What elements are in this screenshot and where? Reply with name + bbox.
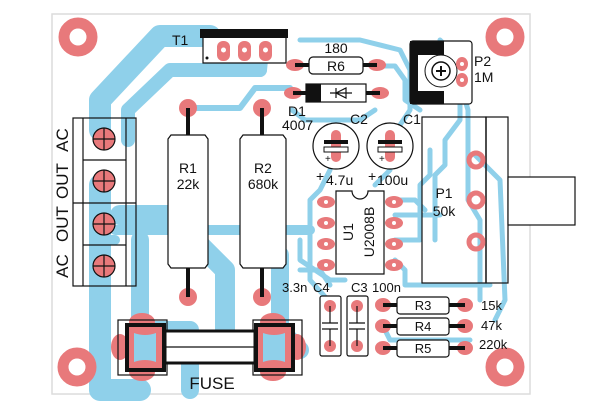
r5-ref: R5 <box>415 341 432 356</box>
r4-resistor: R4 47k <box>375 317 502 336</box>
trace-ac-top <box>89 25 221 141</box>
r1-resistor: R1 22k <box>167 99 209 306</box>
r4-value: 47k <box>481 318 502 333</box>
p1-potentiometer: P1 50k <box>421 116 576 284</box>
c3-capacitor: C3 100n <box>346 280 401 357</box>
connector-label-ac-bottom: AC <box>53 254 72 278</box>
fuse-label: FUSE <box>189 374 234 393</box>
trace-sig-6 <box>392 147 433 243</box>
r2-resistor: R2 680k <box>239 99 287 306</box>
trace-r1-top <box>185 85 293 111</box>
d1-value: 4007 <box>282 117 313 133</box>
r5-resistor: R5 220k <box>375 337 508 358</box>
screw-cross-icon <box>93 170 115 192</box>
trace-sig-8 <box>307 167 333 303</box>
mounting-hole-bl <box>57 347 97 387</box>
r3-value: 15k <box>481 298 502 313</box>
trace-sig-14 <box>297 267 333 288</box>
svg-text:+: + <box>379 154 385 165</box>
c3-value: 100n <box>372 280 401 295</box>
terminal-block: AC OUT OUT AC <box>53 117 137 287</box>
svg-text:+: + <box>325 154 331 165</box>
r3-ref: R3 <box>415 298 432 313</box>
screw-cross-icon <box>93 213 115 235</box>
p2-value: 1M <box>474 69 493 85</box>
p1-ref: P1 <box>435 185 452 201</box>
c1-value: 100u <box>377 172 408 188</box>
u1-value: U2008B <box>361 207 377 258</box>
u1-ref: U1 <box>340 223 356 241</box>
c2-plus: + <box>316 168 324 184</box>
r2-value: 680k <box>248 176 279 192</box>
mounting-hole-tr <box>485 17 525 57</box>
p1-value: 50k <box>433 203 457 219</box>
c4-ref: C4 <box>313 280 330 295</box>
r1-value: 22k <box>177 176 201 192</box>
c2-capacitor: + C2 + 4.7u <box>312 111 368 188</box>
terminal-outline <box>72 117 137 287</box>
d1-diode: D1 4007 <box>282 83 389 133</box>
r6-ref: R6 <box>327 58 345 74</box>
trace-sig-9 <box>372 167 393 188</box>
screw-cross-icon <box>93 128 115 150</box>
t1-ref: T1 <box>172 32 189 48</box>
screw-cross-icon <box>93 255 115 277</box>
mounting-hole-br <box>485 347 525 387</box>
connector-label-ac-top: AC <box>53 128 72 152</box>
c2-value: 4.7u <box>326 172 353 188</box>
r6-resistor: R6 180 <box>286 40 386 75</box>
connector-label-out-1: OUT <box>53 163 72 199</box>
t1-triac: T1 <box>172 29 288 64</box>
trace-left-bottom <box>89 294 151 401</box>
d1-ref: D1 <box>288 103 306 119</box>
r6-value: 180 <box>324 40 348 56</box>
mounting-holes <box>57 17 525 387</box>
p2-ref: P2 <box>474 53 491 69</box>
u1-ic: U1 U2008B <box>317 190 403 275</box>
c3-ref: C3 <box>351 280 368 295</box>
c1-ref: C1 <box>403 111 421 127</box>
mounting-hole-tl <box>58 17 98 57</box>
p1-shaft <box>507 176 576 226</box>
c4-value: 3.3n <box>282 280 307 295</box>
diode-symbol-icon <box>330 87 352 99</box>
c2-ref: C2 <box>350 111 368 127</box>
r2-ref: R2 <box>254 160 272 176</box>
fuse-holder: FUSE <box>111 313 306 393</box>
c4-capacitor: 3.3n C4 <box>282 280 342 357</box>
trace-sig-7 <box>289 107 378 123</box>
trace-sig-5 <box>472 152 508 323</box>
connector-label-out-2: OUT <box>53 206 72 242</box>
r4-ref: R4 <box>415 319 432 334</box>
trimmer-cross-icon <box>436 66 446 76</box>
trace-sig-1 <box>297 37 413 128</box>
p2-trimmer: P2 1M <box>409 40 493 105</box>
c1-capacitor: + C1 + 100u <box>366 111 421 188</box>
r3-resistor: R3 15k <box>375 296 502 315</box>
c1-plus: + <box>368 168 376 184</box>
r1-ref: R1 <box>179 160 197 176</box>
r5-value: 220k <box>479 337 508 352</box>
